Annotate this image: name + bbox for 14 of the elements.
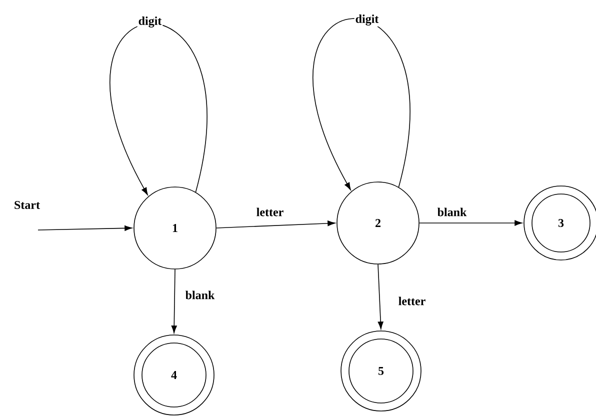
edge-label: Start <box>13 200 41 210</box>
arrow <box>216 220 336 228</box>
edge-label: letter <box>255 206 285 218</box>
arrow <box>419 220 522 226</box>
edge-label: blank <box>184 290 216 300</box>
arrow <box>378 264 384 330</box>
arrow <box>171 269 177 334</box>
edge-label: digit <box>354 14 380 26</box>
start-arrow <box>38 225 132 231</box>
self-loop-arrow <box>110 23 206 196</box>
self-loop-arrow <box>314 18 410 190</box>
edge-label: letter <box>397 296 427 306</box>
edge-label: digit <box>137 16 163 28</box>
edge-label: blank <box>436 206 468 218</box>
